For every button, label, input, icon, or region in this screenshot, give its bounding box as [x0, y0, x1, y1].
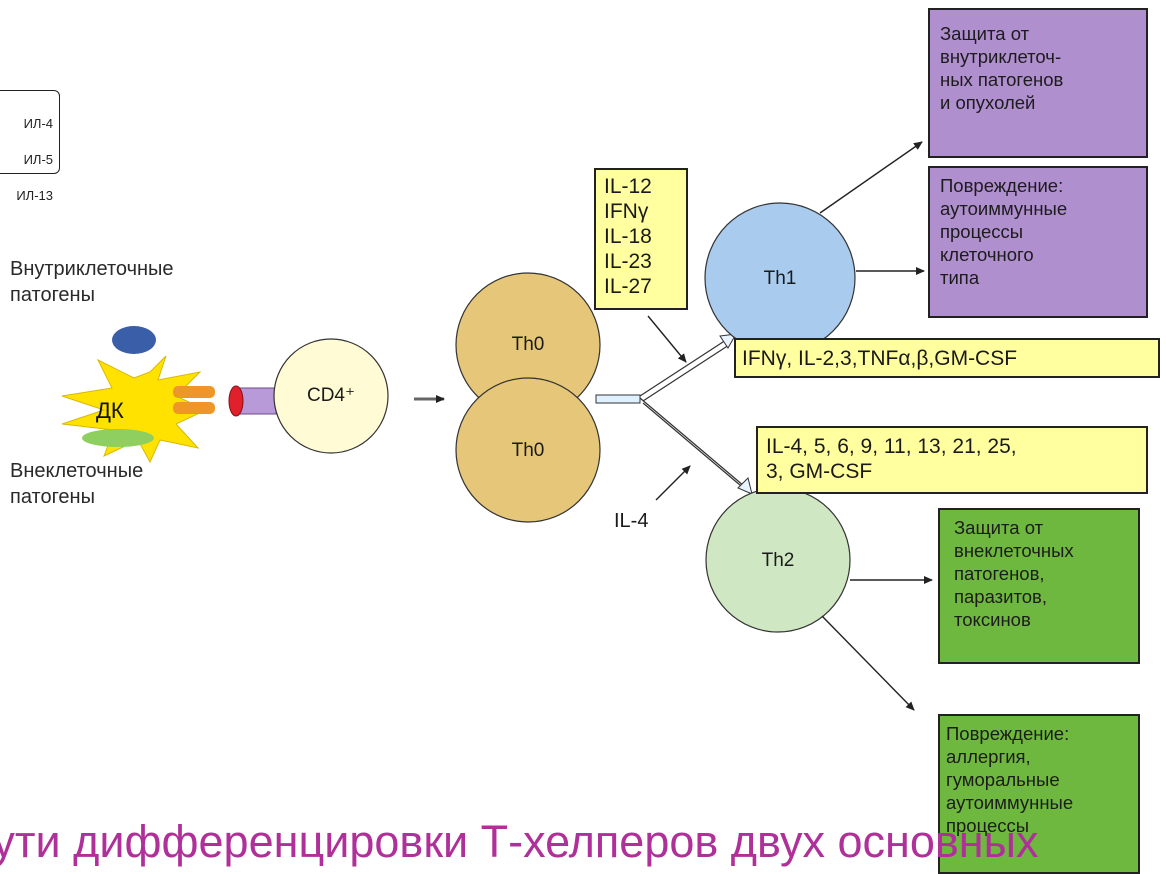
th0-bottom-label: Th0: [511, 440, 545, 461]
tcr-receptor-shape: [237, 387, 277, 415]
th0-connector: [595, 394, 641, 404]
th2-to-damage-arrow: [821, 615, 915, 711]
legend-il13: ИЛ-13: [16, 188, 53, 203]
legend-il5: ИЛ-5: [23, 152, 53, 167]
th0-top-label: Th0: [511, 334, 545, 355]
branch-to-th1-b: [642, 344, 730, 402]
branch-to-th1-a: [639, 339, 727, 397]
cd4-label: CD4⁺: [306, 385, 356, 406]
branch-to-th2-a: [639, 397, 745, 487]
branch-to-th2-head: [737, 477, 753, 495]
page-caption: Пути дифференцировки Т-хелперов двух осн…: [0, 816, 1039, 867]
mhc-bar-bottom: [173, 402, 215, 414]
legend-il4: ИЛ-4: [23, 116, 53, 131]
cd4-cell-shape: [273, 338, 389, 454]
legend-box: ИЛ-4 ИЛ-5 ИЛ-13: [0, 90, 60, 203]
th1-inducing-cytokines-box: IL-12 IFNγ IL-18 IL-23 IL-27: [594, 168, 688, 310]
dendritic-cell-shape: [61, 355, 208, 464]
extracellular-pathogens-label: Внеклеточные патогены: [10, 460, 144, 508]
tcr-red-end: [228, 385, 244, 417]
th1-cytokine-products-box: IFNγ, IL-2,3,TNFα,β,GM-CSF: [734, 338, 1160, 378]
il4-induction-label: IL-4: [614, 510, 649, 532]
th2-damage-box: Повреждение: аллергия, гуморальные аутои…: [938, 714, 1140, 874]
th2-protection-box: Защита от внеклеточных патогенов, парази…: [938, 508, 1140, 664]
th1-to-protection-arrow: [819, 141, 923, 214]
th2-label: Th2: [761, 550, 795, 571]
intracellular-pathogens-label: Внутриклеточные патогены: [10, 258, 174, 306]
th1-damage-box: Повреждение: аутоиммунные процессы клето…: [928, 166, 1148, 318]
dc-label: ДК: [96, 398, 124, 423]
il12-to-th1-arrow: [647, 315, 687, 363]
branch-to-th1-head: [719, 333, 737, 349]
extracellular-pathogen-shape: [82, 429, 154, 447]
th2-cytokine-products-box: IL-4, 5, 6, 9, 11, 13, 21, 25, 3, GM-CSF: [756, 426, 1148, 494]
intracellular-pathogen-shape: [112, 326, 156, 354]
il4-to-th2-arrow: [655, 465, 691, 501]
mhc-bar-top: [173, 386, 215, 398]
th1-protection-box: Защита от внутриклеточ- ных патогенов и …: [928, 8, 1148, 158]
th1-label: Th1: [763, 268, 797, 289]
branch-to-th2-b: [642, 402, 748, 492]
th0-bottom-shape: [455, 377, 601, 523]
